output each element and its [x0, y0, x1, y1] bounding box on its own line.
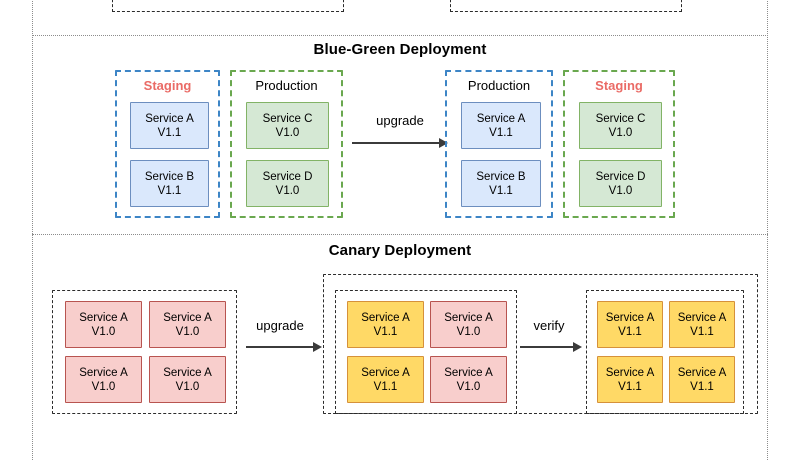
service-version: V1.0	[456, 325, 481, 338]
service-box: Service A V1.0	[65, 301, 142, 348]
divider-middle	[32, 234, 768, 235]
service-box: Service A V1.1	[130, 102, 209, 149]
bluegreen-before-production-label: Production	[255, 78, 318, 93]
bluegreen-before-staging-label: Staging	[143, 78, 192, 93]
top-strip-right-group	[450, 0, 682, 12]
service-version: V1.1	[489, 184, 513, 197]
canary-stage2-group: Service A V1.1 Service A V1.0 Service A …	[335, 290, 517, 414]
service-version: V1.1	[690, 380, 714, 393]
canary-stage1-group: Service A V1.0 Service A V1.0 Service A …	[52, 290, 237, 414]
service-box: Service C V1.0	[246, 102, 329, 149]
service-box: Service B V1.1	[130, 160, 209, 207]
service-box: Service A V1.1	[597, 301, 663, 348]
bluegreen-before-production-group: Production Service C V1.0 Service D V1.0	[230, 70, 343, 218]
service-name: Service C	[262, 112, 313, 125]
service-name: Service A	[677, 311, 727, 324]
service-name: Service A	[476, 112, 526, 125]
bluegreen-after-staging-group: Staging Service C V1.0 Service D V1.0	[563, 70, 675, 218]
service-version: V1.0	[456, 380, 481, 393]
service-name: Service A	[361, 366, 410, 379]
service-box: Service A V1.1	[347, 301, 424, 348]
section-title-canary: Canary Deployment	[328, 242, 472, 259]
bluegreen-upgrade-arrow	[352, 137, 448, 149]
service-name: Service D	[595, 170, 646, 183]
service-box: Service A V1.0	[65, 356, 142, 403]
service-version: V1.0	[275, 184, 300, 197]
service-version: V1.0	[91, 325, 116, 338]
service-box: Service A V1.1	[669, 356, 735, 403]
service-box: Service B V1.1	[461, 160, 541, 207]
service-box: Service A V1.0	[149, 356, 226, 403]
service-version: V1.0	[275, 126, 300, 139]
canary-arrow-label-2: verify	[533, 318, 565, 333]
service-version: V1.1	[489, 126, 513, 139]
service-name: Service A	[145, 112, 194, 125]
service-name: Service A	[444, 311, 493, 324]
service-box: Service A V1.0	[430, 356, 507, 403]
service-name: Service A	[444, 366, 493, 379]
bluegreen-after-production-group: Production Service A V1.1 Service B V1.1	[445, 70, 553, 218]
service-version: V1.1	[690, 325, 714, 338]
service-version: V1.1	[618, 325, 642, 338]
service-box: Service A V1.1	[597, 356, 663, 403]
service-name: Service A	[163, 311, 212, 324]
top-strip-left-group	[112, 0, 344, 12]
service-version: V1.1	[618, 380, 642, 393]
service-name: Service A	[605, 366, 655, 379]
service-name: Service B	[476, 170, 526, 183]
service-box: Service A V1.1	[347, 356, 424, 403]
canary-verify-arrow	[520, 341, 582, 353]
service-name: Service A	[79, 366, 128, 379]
service-box: Service D V1.0	[579, 160, 662, 207]
service-name: Service D	[262, 170, 313, 183]
service-version: V1.0	[91, 380, 116, 393]
service-version: V1.1	[373, 325, 398, 338]
service-box: Service A V1.1	[461, 102, 541, 149]
service-version: V1.0	[175, 380, 200, 393]
service-box: Service C V1.0	[579, 102, 662, 149]
service-name: Service A	[361, 311, 410, 324]
service-name: Service B	[144, 170, 195, 183]
service-name: Service A	[677, 366, 727, 379]
service-version: V1.1	[157, 126, 182, 139]
service-version: V1.1	[373, 380, 398, 393]
service-name: Service A	[163, 366, 212, 379]
bluegreen-after-production-label: Production	[467, 78, 531, 93]
service-name: Service A	[79, 311, 128, 324]
service-box: Service A V1.0	[149, 301, 226, 348]
service-name: Service C	[595, 112, 646, 125]
canary-arrow-label-1: upgrade	[256, 318, 304, 333]
service-box: Service D V1.0	[246, 160, 329, 207]
bluegreen-after-staging-label: Staging	[595, 78, 643, 93]
service-name: Service A	[605, 311, 655, 324]
section-title-bluegreen: Blue-Green Deployment	[313, 41, 487, 58]
service-version: V1.0	[175, 325, 200, 338]
divider-top	[32, 35, 768, 36]
bluegreen-arrow-label: upgrade	[376, 113, 424, 128]
service-version: V1.1	[157, 184, 182, 197]
canary-upgrade-arrow	[246, 341, 322, 353]
canary-stage3-group: Service A V1.1 Service A V1.1 Service A …	[586, 290, 744, 414]
service-version: V1.0	[608, 184, 633, 197]
service-box: Service A V1.1	[669, 301, 735, 348]
service-box: Service A V1.0	[430, 301, 507, 348]
bluegreen-before-staging-group: Staging Service A V1.1 Service B V1.1	[115, 70, 220, 218]
service-version: V1.0	[608, 126, 633, 139]
